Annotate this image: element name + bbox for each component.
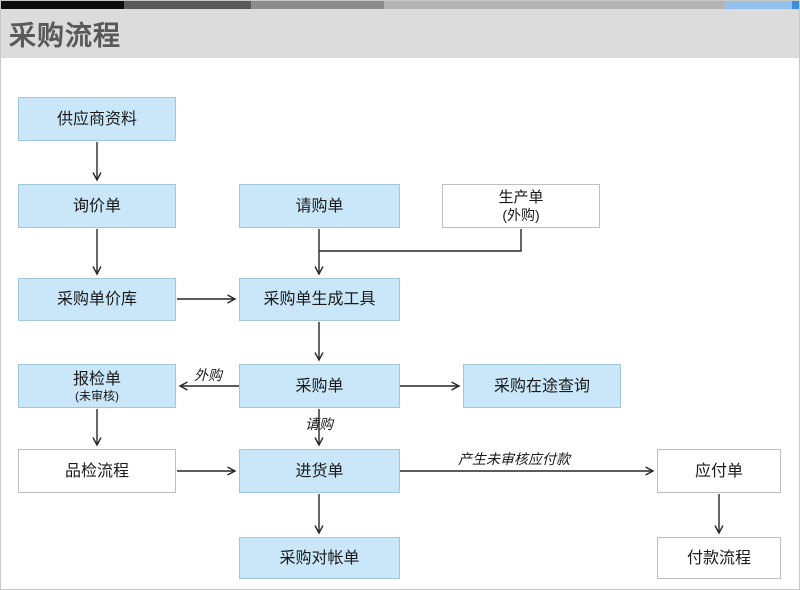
edge-label-requisitioned: 请购 bbox=[305, 416, 333, 432]
node-label: 采购对帐单 bbox=[279, 549, 360, 567]
node-label: 采购在途查询 bbox=[493, 377, 590, 395]
flow-node-purchase-transit-query[interactable]: 采购在途查询 bbox=[463, 364, 621, 408]
flow-node-inquiry-form[interactable]: 询价单 bbox=[18, 184, 176, 228]
accent-segment bbox=[725, 1, 792, 9]
node-label: 报检单 bbox=[72, 370, 121, 388]
title-bar: 采购流程 bbox=[1, 9, 799, 58]
flow-node-purchase-reconciliation[interactable]: 采购对帐单 bbox=[239, 537, 400, 579]
page-title: 采购流程 bbox=[9, 21, 121, 51]
node-sublabel: (外购) bbox=[502, 206, 540, 223]
flow-node-purchase-order[interactable]: 采购单 bbox=[239, 364, 400, 408]
accent-segment bbox=[384, 1, 725, 9]
node-label: 采购单价库 bbox=[56, 291, 137, 308]
node-label: 生产单 bbox=[498, 188, 544, 206]
flow-node-inspection-form[interactable]: 报检单 (未审核) bbox=[18, 364, 176, 408]
flow-node-goods-receipt[interactable]: 进货单 bbox=[239, 449, 400, 493]
flow-node-purchase-price-library[interactable]: 采购单价库 bbox=[18, 278, 176, 321]
node-label: 应付单 bbox=[694, 462, 743, 480]
node-label: 请购单 bbox=[295, 197, 344, 215]
flow-node-supplier-info[interactable]: 供应商资料 bbox=[18, 97, 176, 141]
node-label: 付款流程 bbox=[686, 549, 751, 567]
node-label: 询价单 bbox=[72, 197, 121, 215]
flow-node-payable-doc[interactable]: 应付单 bbox=[657, 449, 781, 493]
top-accent-bar bbox=[1, 1, 799, 9]
flow-node-production-order[interactable]: 生产单 (外购) bbox=[442, 184, 600, 228]
node-label: 供应商资料 bbox=[56, 110, 137, 128]
node-label: 进货单 bbox=[295, 462, 344, 480]
node-sublabel: (未审核) bbox=[75, 388, 119, 403]
node-label: 采购单 bbox=[295, 377, 344, 395]
connector-production-merge bbox=[319, 229, 522, 252]
flow-node-po-generation-tool[interactable]: 采购单生成工具 bbox=[239, 278, 400, 321]
accent-segment bbox=[251, 1, 384, 9]
flow-node-quality-inspection[interactable]: 品检流程 bbox=[18, 449, 176, 493]
accent-segment bbox=[124, 1, 251, 9]
accent-segment bbox=[1, 1, 124, 9]
node-label: 品检流程 bbox=[64, 462, 129, 480]
flow-node-payment-process[interactable]: 付款流程 bbox=[657, 537, 781, 579]
edge-label-outsourced: 外购 bbox=[194, 367, 222, 383]
node-label: 采购单生成工具 bbox=[263, 291, 376, 308]
accent-segment bbox=[792, 1, 799, 9]
flow-node-purchase-requisition[interactable]: 请购单 bbox=[239, 184, 400, 228]
edge-label-create-payable: 产生未审核应付款 bbox=[458, 451, 570, 467]
